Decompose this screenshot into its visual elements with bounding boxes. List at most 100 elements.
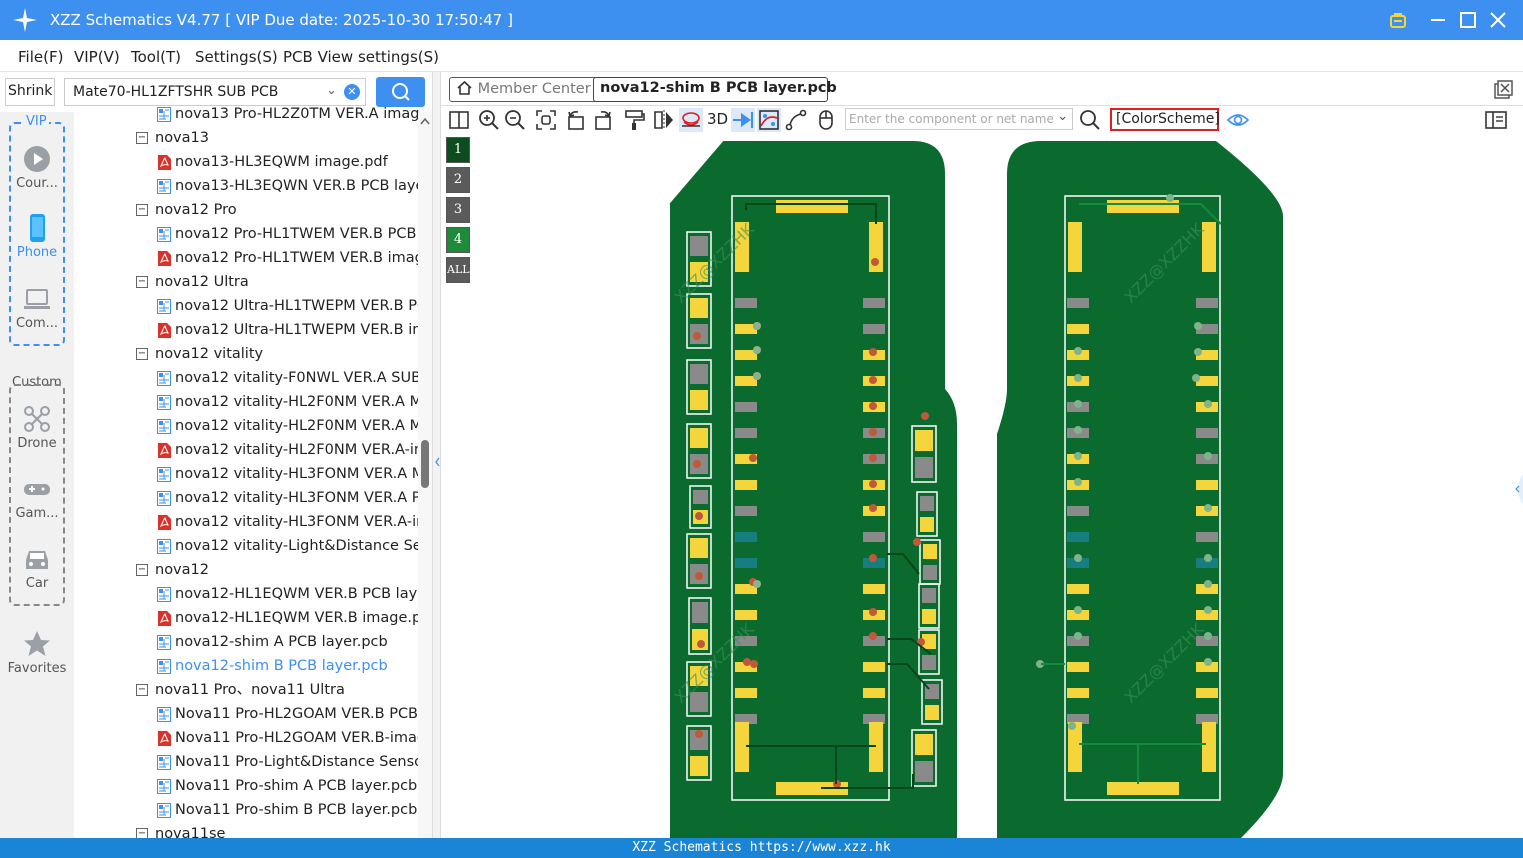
model-search-combo[interactable]: Mate70-HL1ZFTSHR SUB PCB ⌄ ✕	[64, 78, 366, 106]
pcb-pad[interactable]	[1196, 558, 1218, 568]
tree-file-item[interactable]: nova12 vitality-HL2F0NM VER.A M	[74, 390, 422, 414]
pcb-pad[interactable]	[1196, 688, 1218, 698]
chevron-down-icon[interactable]: ⌄	[1057, 109, 1068, 124]
pcb-pad[interactable]	[735, 688, 757, 698]
3d-view-button[interactable]: 3D	[707, 110, 729, 128]
pcb-pad[interactable]	[692, 602, 708, 623]
tab-member-center[interactable]: Member Center	[449, 77, 598, 102]
via[interactable]	[1192, 374, 1200, 382]
tree-file-item[interactable]: nova13-HL3EQWN VER.B PCB layer	[74, 174, 430, 198]
pcb-pad[interactable]	[922, 609, 936, 624]
pcb-pad[interactable]	[1067, 688, 1089, 698]
clear-icon[interactable]: ✕	[344, 84, 360, 100]
component-outline[interactable]	[918, 629, 940, 675]
menu-pcb-view-settings[interactable]: PCB View settings(S)	[283, 48, 439, 66]
component-outline[interactable]	[688, 597, 712, 655]
eye-icon[interactable]	[1226, 108, 1250, 132]
tree-file-item[interactable]: Nova11 Pro-HL2GOAM VER.B-imaç	[74, 726, 425, 750]
pcb-pad[interactable]	[776, 782, 848, 795]
tree-file-item[interactable]: nova13-HL3EQWM image.pdf	[74, 150, 418, 174]
tree-group[interactable]: −nova12	[74, 558, 418, 582]
tree-file-item[interactable]: nova12 vitality-F0NWL VER.A SUB I	[74, 366, 430, 390]
pcb-pad[interactable]	[1067, 584, 1089, 594]
pcb-pad[interactable]	[915, 457, 933, 478]
component-outline[interactable]	[916, 491, 938, 537]
pcb-pad[interactable]	[690, 756, 708, 776]
pcb-pad[interactable]	[1067, 324, 1089, 334]
pcb-pad[interactable]	[1196, 662, 1218, 672]
pcb-pad[interactable]	[690, 538, 708, 558]
via[interactable]	[1204, 452, 1212, 460]
collapse-icon[interactable]: −	[136, 132, 148, 144]
via[interactable]	[869, 402, 877, 410]
via[interactable]	[743, 658, 751, 666]
tree-group[interactable]: −nova12 vitality	[74, 342, 418, 366]
via[interactable]	[869, 454, 877, 462]
mouse-mode-icon[interactable]	[814, 108, 838, 132]
component-outline[interactable]	[689, 485, 712, 529]
tree-file-item[interactable]: nova12 vitality-HL3FONM VER.A M	[74, 462, 424, 486]
pcb-pad[interactable]	[735, 532, 757, 542]
via[interactable]	[1166, 194, 1174, 202]
pcb-pad[interactable]	[1067, 636, 1089, 646]
pcb-pad[interactable]	[863, 558, 885, 568]
via[interactable]	[1074, 400, 1082, 408]
pcb-pad[interactable]	[863, 584, 885, 594]
tree-file-item[interactable]: nova13 Pro-HL2Z0TM VER.A imag	[74, 102, 419, 126]
split-view-icon[interactable]	[447, 108, 471, 132]
pcb-pad[interactable]	[1067, 714, 1089, 724]
pcb-pad[interactable]	[690, 692, 708, 712]
via[interactable]	[1074, 478, 1082, 486]
menu-vip[interactable]: VIP(V)	[74, 48, 120, 66]
pin-mode-icon[interactable]	[731, 108, 755, 132]
pcb-pad[interactable]	[1067, 506, 1089, 516]
via[interactable]	[1204, 400, 1212, 408]
right-collapse-icon[interactable]	[1509, 474, 1523, 504]
pcb-pad[interactable]	[920, 496, 934, 511]
find-net-icon[interactable]	[1078, 108, 1102, 132]
pcb-pad[interactable]	[863, 298, 885, 308]
pcb-pad[interactable]	[1068, 222, 1082, 272]
rail-courses[interactable]: Cour...	[0, 144, 74, 191]
rail-phone[interactable]: Phone	[0, 213, 74, 260]
tree-file-item[interactable]: nova12 Pro-HL1TWEM VER.B PCB l	[74, 222, 425, 246]
pcb-pad[interactable]	[863, 636, 885, 646]
via[interactable]	[1194, 348, 1202, 356]
tree-file-item[interactable]: nova12 vitality-HL3FONM VER.A-ir	[74, 510, 422, 534]
via[interactable]	[1204, 554, 1212, 562]
menu-settings[interactable]: Settings(S)	[195, 48, 278, 66]
pcb-pad[interactable]	[1202, 722, 1216, 772]
close-icon[interactable]	[1487, 9, 1509, 31]
pcb-pad[interactable]	[735, 610, 757, 620]
tree-file-item[interactable]: Nova11 Pro-Light&Distance Senso	[74, 750, 423, 774]
fit-view-icon[interactable]	[534, 108, 558, 132]
zoom-in-icon[interactable]	[477, 108, 501, 132]
minimize-icon[interactable]	[1427, 9, 1449, 31]
tree-file-item[interactable]: nova12 vitality-Light&Distance Ser	[74, 534, 428, 558]
via[interactable]	[750, 660, 758, 668]
pcb-pad[interactable]	[1067, 532, 1089, 542]
via[interactable]	[1074, 554, 1082, 562]
via[interactable]	[869, 632, 877, 640]
pcb-pad[interactable]	[735, 298, 757, 308]
pcb-pad[interactable]	[735, 324, 757, 334]
via[interactable]	[1204, 580, 1212, 588]
pcb-pad[interactable]	[690, 390, 708, 410]
layer-3-button[interactable]: 3	[446, 197, 470, 223]
pcb-pad[interactable]	[735, 506, 757, 516]
component-outline[interactable]	[918, 583, 940, 629]
side-panel-icon[interactable]	[1484, 108, 1508, 132]
via[interactable]	[1204, 658, 1212, 666]
pcb-pad[interactable]	[1067, 662, 1089, 672]
pcb-pad[interactable]	[735, 662, 757, 672]
tree-file-item[interactable]: Nova11 Pro-shim B PCB layer.pcb	[74, 798, 418, 822]
pcb-pad[interactable]	[1067, 298, 1089, 308]
pcb-pad[interactable]	[1068, 722, 1082, 772]
via[interactable]	[695, 730, 703, 738]
pcb-pad[interactable]	[735, 480, 757, 490]
pcb-pad[interactable]	[735, 376, 757, 386]
component-outline[interactable]	[686, 661, 712, 717]
via[interactable]	[1204, 606, 1212, 614]
component-outline[interactable]	[686, 533, 712, 589]
pcb-pad[interactable]	[690, 730, 708, 750]
